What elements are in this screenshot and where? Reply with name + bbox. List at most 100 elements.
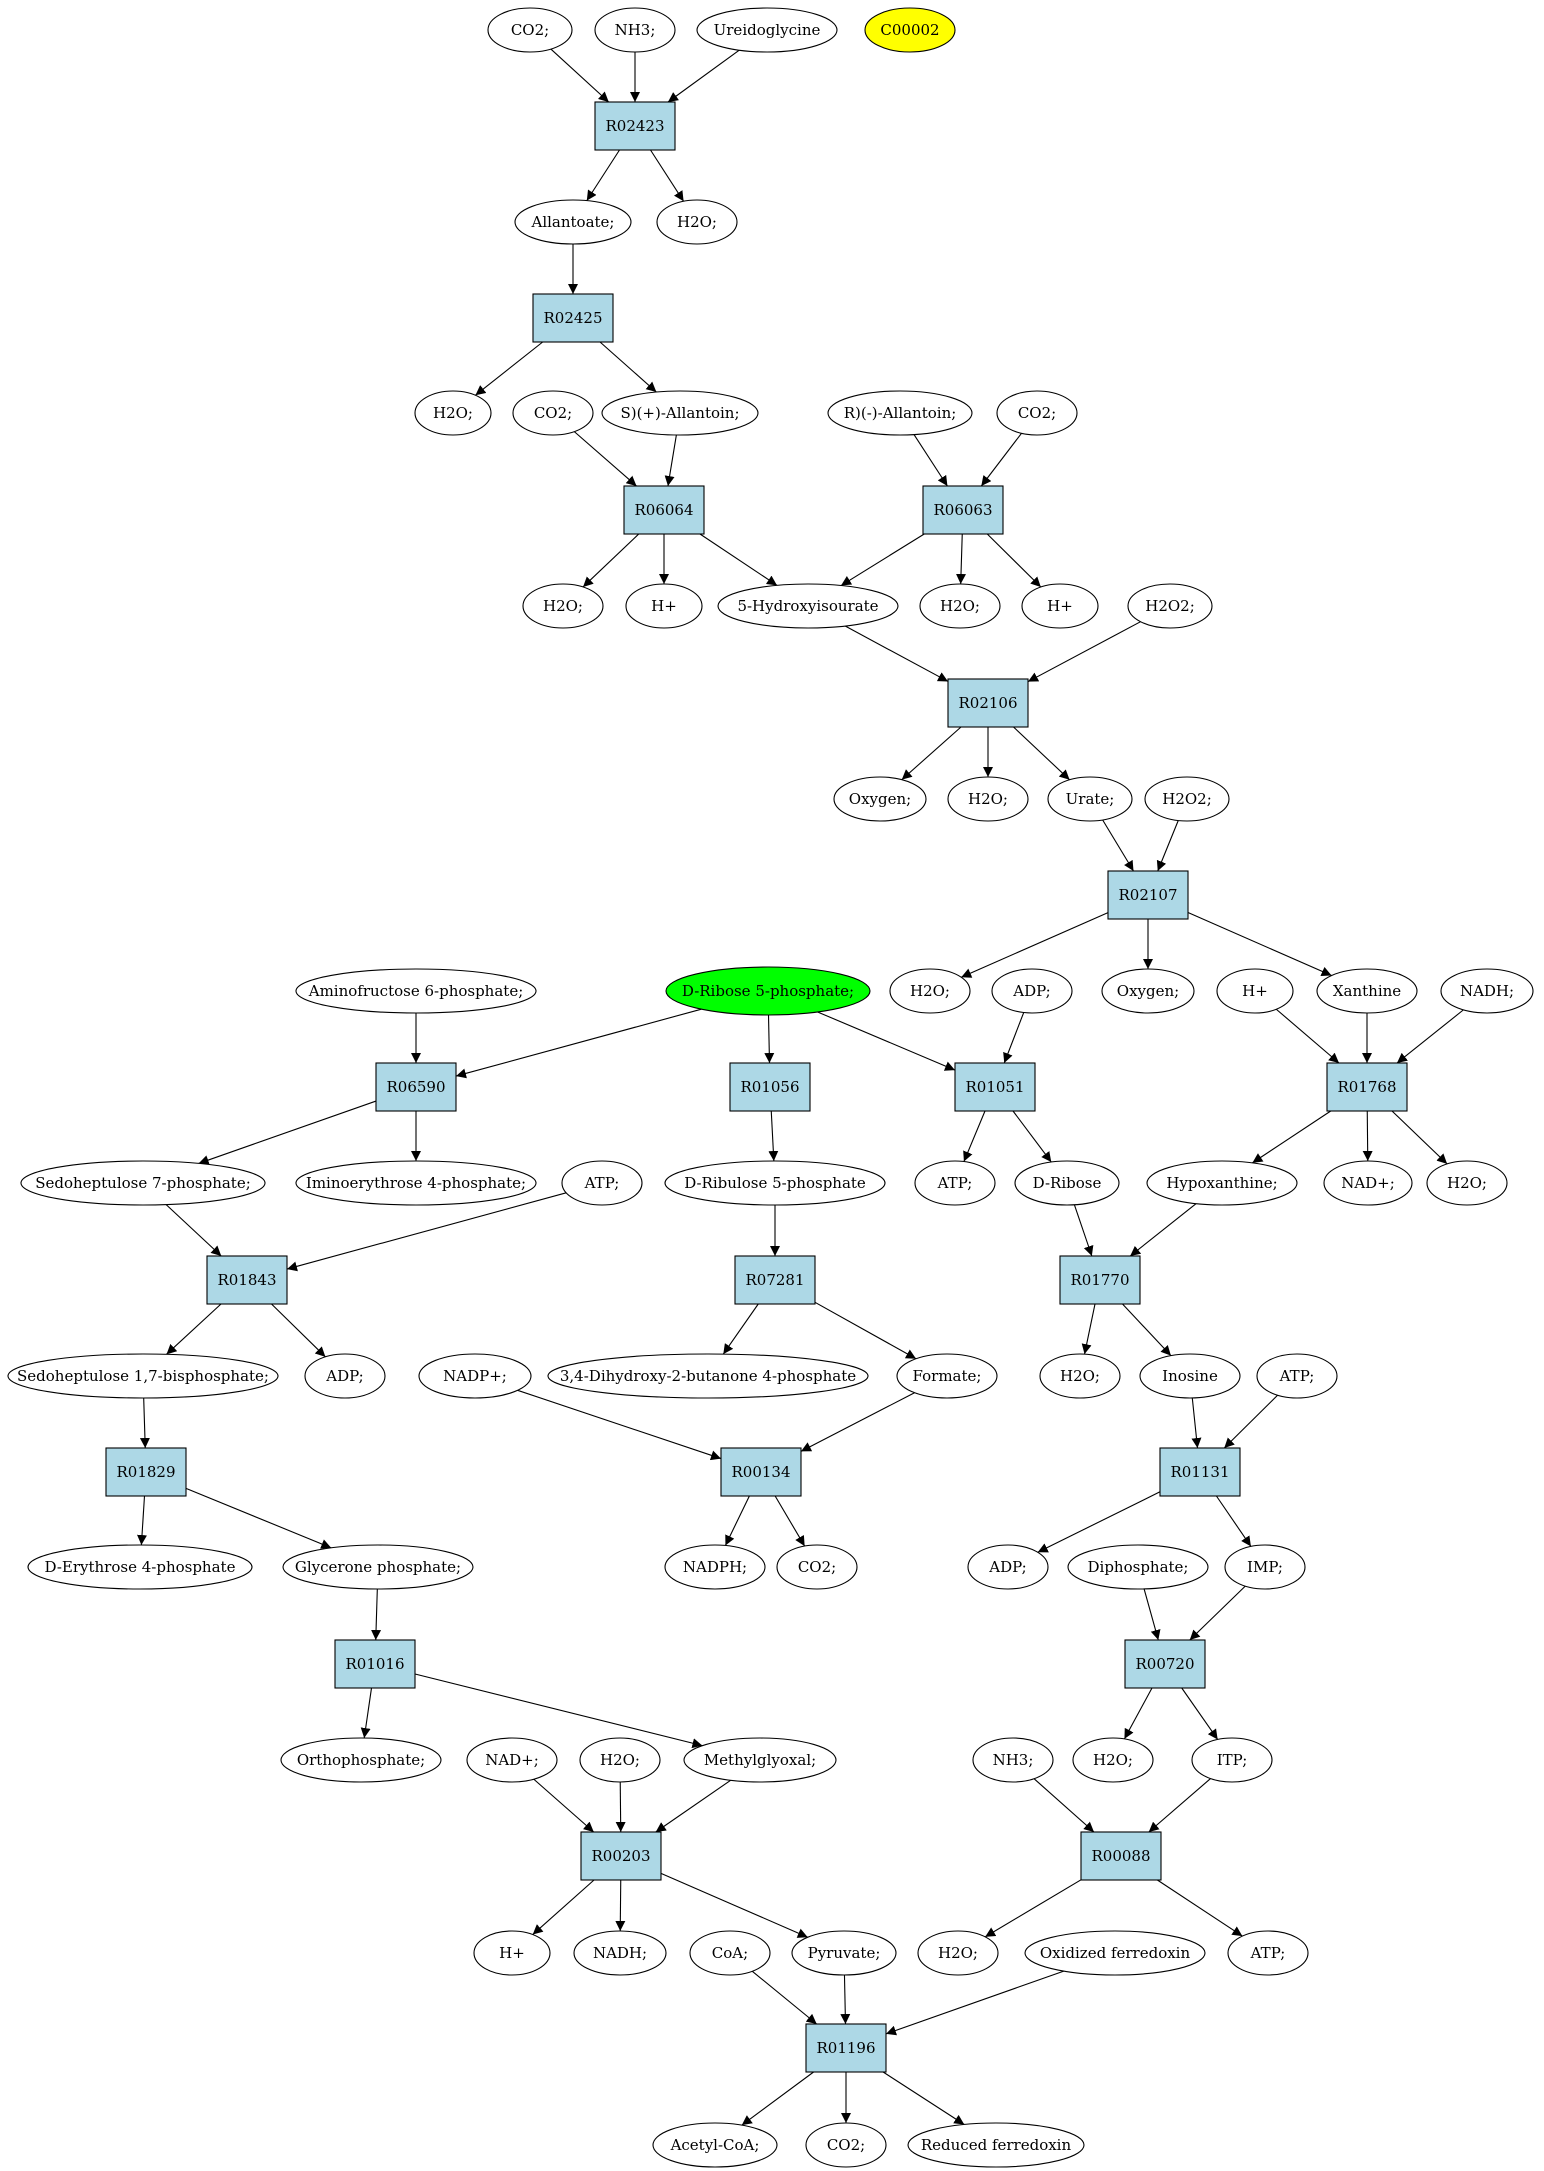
compound-node-c_atp_4[interactable]: ATP; (1227, 1930, 1309, 1976)
compound-ellipse (1146, 1160, 1298, 1206)
compound-node-c_h2o_2[interactable]: H2O; (414, 390, 492, 436)
reaction-node-r_R02107[interactable]: R02107 (1107, 870, 1189, 920)
reaction-box (1080, 1831, 1162, 1881)
compound-node-c_diphosphate[interactable]: Diphosphate; (1067, 1544, 1209, 1590)
compound-node-c_urate[interactable]: Urate; (1047, 776, 1133, 822)
compound-node-c_hplus_3[interactable]: H+ (1216, 968, 1294, 1014)
reaction-node-r_R02106[interactable]: R02106 (947, 678, 1029, 728)
compound-node-c_r_allantoin[interactable]: R)(-)-Allantoin; (827, 390, 973, 436)
compound-node-c_c00002[interactable]: C00002 (864, 7, 956, 53)
compound-node-c_atp_2[interactable]: ATP; (914, 1160, 996, 1206)
compound-node-c_aminofructose[interactable]: Aminofructose 6-phosphate; (295, 968, 537, 1014)
compound-node-c_5hiu[interactable]: 5-Hydroxyisourate (717, 583, 899, 629)
compound-node-c_allantoate[interactable]: Allantoate; (514, 199, 632, 245)
compound-node-c_adp_2[interactable]: ADP; (304, 1353, 386, 1399)
compound-node-c_hypoxanthine[interactable]: Hypoxanthine; (1146, 1160, 1298, 1206)
compound-node-c_oxygen_1[interactable]: Oxygen; (833, 776, 927, 822)
compound-node-c_co2_3[interactable]: CO2; (996, 390, 1078, 436)
reaction-node-r_R01131[interactable]: R01131 (1159, 1447, 1241, 1497)
compound-node-c_iminoerythrose[interactable]: Iminoerythrose 4-phosphate; (295, 1160, 537, 1206)
reaction-node-r_R01768[interactable]: R01768 (1326, 1062, 1408, 1112)
compound-node-c_dhbp[interactable]: 3,4-Dihydroxy-2-butanone 4-phosphate (547, 1353, 869, 1399)
compound-node-c_h2o_10[interactable]: H2O; (1072, 1737, 1154, 1783)
compound-node-c_co2_1[interactable]: CO2; (487, 7, 573, 53)
compound-node-c_h2o_5[interactable]: H2O; (947, 776, 1029, 822)
compound-node-c_co2_5[interactable]: CO2; (805, 2122, 887, 2168)
compound-ellipse (919, 583, 1001, 629)
node-label: R01770 (1070, 1271, 1129, 1289)
compound-node-c_nh3_2[interactable]: NH3; (972, 1737, 1054, 1783)
reaction-node-r_R01770[interactable]: R01770 (1059, 1255, 1141, 1305)
compound-node-c_adp_1[interactable]: ADP; (991, 968, 1073, 1014)
reaction-node-r_R06063[interactable]: R06063 (922, 485, 1004, 535)
reaction-node-r_R01843[interactable]: R01843 (206, 1255, 288, 1305)
compound-node-c_h2o_7[interactable]: H2O; (1426, 1160, 1508, 1206)
compound-node-c_xanthine[interactable]: Xanthine (1316, 968, 1418, 1014)
compound-node-c_erythrose4p[interactable]: D-Erythrose 4-phosphate (27, 1544, 253, 1590)
compound-node-c_atp_1[interactable]: ATP; (561, 1160, 643, 1206)
reaction-node-r_R01829[interactable]: R01829 (105, 1447, 187, 1497)
compound-node-c_coa[interactable]: CoA; (689, 1930, 771, 1976)
compound-node-c_acetylcoa[interactable]: Acetyl-CoA; (652, 2122, 778, 2168)
compound-node-c_adp_3[interactable]: ADP; (967, 1544, 1049, 1590)
compound-node-c_h2o_1[interactable]: H2O; (656, 199, 738, 245)
compound-node-c_nadh_2[interactable]: NADH; (573, 1930, 667, 1976)
compound-node-c_h2o_4[interactable]: H2O; (919, 583, 1001, 629)
compound-node-c_sedo17bp[interactable]: Sedoheptulose 1,7-bisphosphate; (7, 1353, 279, 1399)
compound-node-c_co2_2[interactable]: CO2; (512, 390, 594, 436)
compound-node-c_h2o2_1[interactable]: H2O2; (1127, 583, 1213, 629)
reaction-node-r_R02423[interactable]: R02423 (594, 101, 676, 151)
reaction-node-r_R06590[interactable]: R06590 (375, 1062, 457, 1112)
reaction-node-r_R00134[interactable]: R00134 (720, 1447, 802, 1497)
compound-node-c_nadplus_1[interactable]: NAD+; (1323, 1160, 1413, 1206)
compound-node-c_orthophosphate[interactable]: Orthophosphate; (280, 1737, 442, 1783)
compound-node-c_formate[interactable]: Formate; (896, 1353, 998, 1399)
reaction-node-r_R01051[interactable]: R01051 (954, 1062, 1036, 1112)
compound-node-c_ureidoglycine[interactable]: Ureidoglycine (696, 7, 838, 53)
compound-node-c_s_allantoin[interactable]: S)(+)-Allantoin; (601, 390, 759, 436)
compound-node-c_nadplus_2[interactable]: NAD+; (466, 1737, 558, 1783)
compound-node-c_itp[interactable]: ITP; (1191, 1737, 1273, 1783)
compound-node-c_inosine[interactable]: Inosine (1139, 1353, 1241, 1399)
compound-node-c_glycerone[interactable]: Glycerone phosphate; (282, 1544, 474, 1590)
compound-node-c_methylglyoxal[interactable]: Methylglyoxal; (683, 1737, 837, 1783)
compound-node-c_dribose[interactable]: D-Ribose (1014, 1160, 1120, 1206)
compound-node-c_h2o_3[interactable]: H2O; (522, 583, 604, 629)
compound-ellipse (696, 7, 838, 53)
compound-node-c_h2o_9[interactable]: H2O; (579, 1737, 661, 1783)
compound-node-c_redfd[interactable]: Reduced ferredoxin (907, 2122, 1085, 2168)
compound-ellipse (1039, 1353, 1121, 1399)
compound-node-c_imp[interactable]: IMP; (1224, 1544, 1306, 1590)
compound-node-c_h2o2_2[interactable]: H2O2; (1144, 776, 1230, 822)
compound-node-c_hplus_4[interactable]: H+ (473, 1930, 551, 1976)
reaction-node-r_R01056[interactable]: R01056 (729, 1062, 811, 1112)
reaction-node-r_R01196[interactable]: R01196 (805, 2023, 887, 2073)
compound-node-c_hplus_1[interactable]: H+ (625, 583, 703, 629)
compound-node-c_sedo7p[interactable]: Sedoheptulose 7-phosphate; (20, 1160, 266, 1206)
compound-node-c_ribulose5p[interactable]: D-Ribulose 5-phosphate (664, 1160, 886, 1206)
compound-node-c_nadh_1[interactable]: NADH; (1440, 968, 1534, 1014)
reaction-node-r_R06064[interactable]: R06064 (623, 485, 705, 535)
reaction-node-r_R02425[interactable]: R02425 (532, 293, 614, 343)
compound-node-c_nadpplus[interactable]: NADP+; (418, 1353, 532, 1399)
reaction-node-r_R07281[interactable]: R07281 (734, 1255, 816, 1305)
reaction-node-r_R00720[interactable]: R00720 (1124, 1639, 1206, 1689)
reaction-node-r_R00203[interactable]: R00203 (580, 1831, 662, 1881)
compound-node-c_co2_4[interactable]: CO2; (776, 1544, 858, 1590)
compound-node-c_atp_3[interactable]: ATP; (1256, 1353, 1338, 1399)
compound-node-c_hplus_2[interactable]: H+ (1021, 583, 1099, 629)
reaction-node-r_R01016[interactable]: R01016 (334, 1639, 416, 1689)
node-label: H2O; (433, 404, 473, 422)
reaction-node-r_R00088[interactable]: R00088 (1080, 1831, 1162, 1881)
edge-r_R01829-to-c_erythrose4p (137, 1495, 148, 1546)
compound-node-c_oxfd[interactable]: Oxidized ferredoxin (1024, 1930, 1206, 1976)
compound-node-c_pyruvate[interactable]: Pyruvate; (791, 1930, 897, 1976)
compound-node-c_ribose5p[interactable]: D-Ribose 5-phosphate; (665, 966, 871, 1016)
compound-ellipse (864, 7, 956, 53)
compound-node-c_nadph[interactable]: NADPH; (664, 1544, 766, 1590)
compound-node-c_nh3_1[interactable]: NH3; (594, 7, 676, 53)
compound-node-c_h2o_6[interactable]: H2O; (889, 968, 971, 1014)
compound-node-c_h2o_8[interactable]: H2O; (1039, 1353, 1121, 1399)
compound-node-c_h2o_11[interactable]: H2O; (917, 1930, 999, 1976)
compound-node-c_oxygen_2[interactable]: Oxygen; (1101, 968, 1195, 1014)
